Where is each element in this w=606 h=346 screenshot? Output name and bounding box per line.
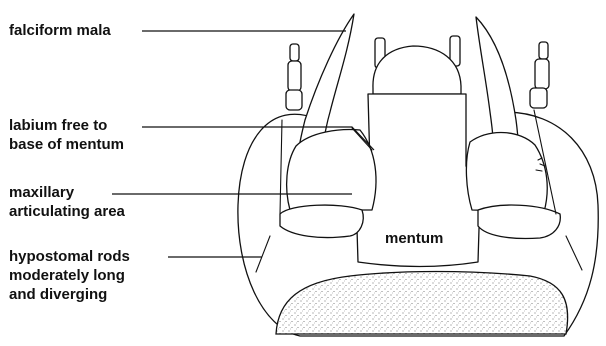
maxillary-label: maxillary articulating area [9,183,125,221]
left-antenna [286,44,302,110]
labium-label: labium free to base of mentum [9,116,124,154]
hypostomal-label: hypostomal rods moderately long and dive… [9,247,130,304]
right-antenna [530,42,549,108]
mentum-label: mentum [385,230,443,247]
right-cardo [478,205,560,238]
left-cardo [280,205,363,237]
falciform-mala-label: falciform mala [9,21,111,40]
labium-lobe [373,36,461,94]
right-maxillary-area [466,133,547,212]
